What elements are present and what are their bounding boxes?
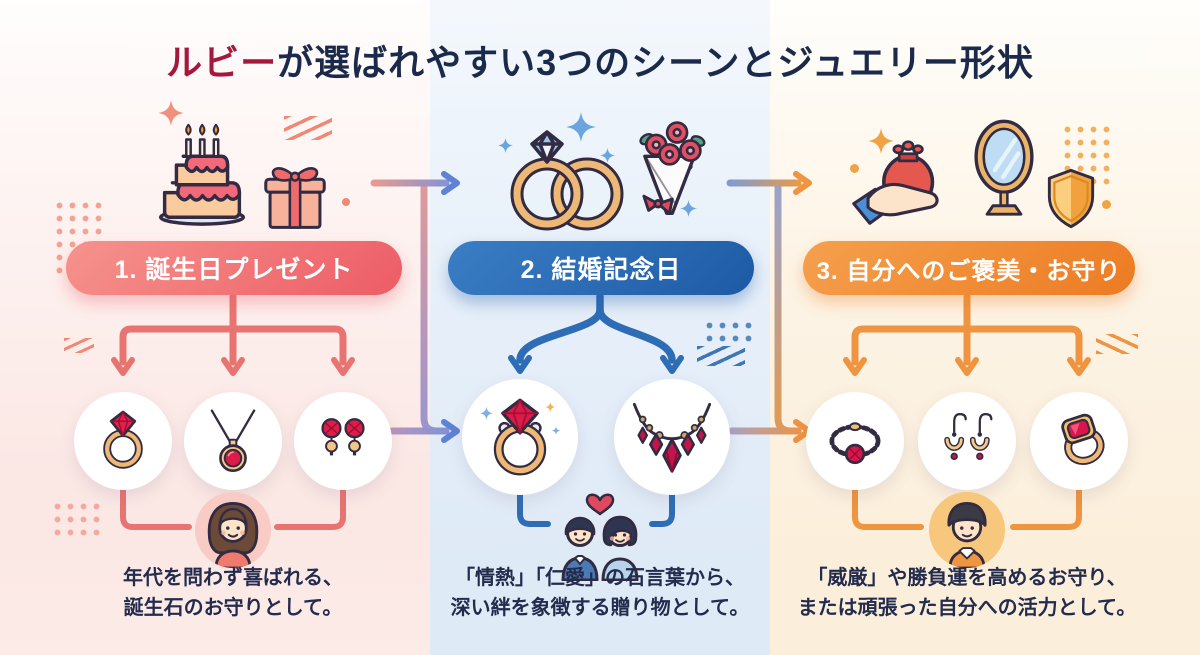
title-rest: が選ばれやすい3つのシーンとジュエリー形状 <box>277 42 1034 83</box>
ruby-diamond-ring-icon <box>479 398 561 476</box>
ruby-pendant-icon <box>210 409 256 473</box>
gift-box-icon <box>264 167 326 229</box>
woman-avatar-icon <box>195 492 271 568</box>
wedding-rings-icon <box>510 130 624 231</box>
dot-grid <box>700 316 752 343</box>
sparkle-icon <box>566 112 596 142</box>
jewelry-circle <box>806 392 904 490</box>
sparkle-icon <box>868 128 894 154</box>
jewelry-circle <box>1030 392 1128 490</box>
scene-banner-birthday: 1. 誕生日プレゼント <box>66 241 402 295</box>
description-line: 「情熱」「仁愛」の石言葉から、 <box>455 567 745 589</box>
sparkle-icon <box>158 100 184 126</box>
diagonal-lines <box>697 346 745 366</box>
sparkle-icon <box>498 138 513 153</box>
description-line: 誕生石のお守りとして。 <box>123 597 343 619</box>
scene-banner-anniversary: 2. 結婚記念日 <box>448 241 754 295</box>
sparkle-icon <box>680 200 697 217</box>
ruby-hook-earrings-icon <box>944 413 993 461</box>
diagonal-lines <box>284 116 332 140</box>
title-highlight: ルビー <box>166 42 278 83</box>
man-avatar-icon <box>929 492 1005 568</box>
description-anniversary: 「情熱」「仁愛」の石言葉から、 深い絆を象徴する贈り物として。 <box>430 563 770 623</box>
description-birthday: 年代を問わず喜ばれる、 誕生石のお守りとして。 <box>63 563 403 623</box>
dot <box>850 164 859 173</box>
mirror-icon <box>974 119 1034 216</box>
ruby-stud-earrings-icon <box>321 418 365 456</box>
diagonal-lines <box>64 338 94 353</box>
description-line: 「威厳」や勝負運を高めるお守り、 <box>807 567 1127 589</box>
description-line: または頑張った自分への活力として。 <box>797 597 1137 619</box>
ruby-bracelet-icon <box>829 422 881 465</box>
jewelry-circle <box>74 392 172 490</box>
ruby-signet-ring-icon <box>1061 413 1105 465</box>
jewelry-circle <box>462 379 578 495</box>
scene-banner-self-reward: 3. 自分へのご褒美・お守り <box>803 241 1135 295</box>
ruby-ring-icon <box>103 410 143 469</box>
jewelry-circle <box>918 392 1016 490</box>
dot <box>1102 200 1111 209</box>
hand-money-pouch-icon <box>852 140 939 225</box>
couple-heart-icon <box>561 493 639 581</box>
page-title: ルビーが選ばれやすい3つのシーンとジュエリー形状 <box>0 34 1200 86</box>
description-line: 深い絆を象徴する贈り物として。 <box>450 597 750 619</box>
jewelry-circle <box>184 392 282 490</box>
bouquet-icon <box>639 121 706 215</box>
birthday-cake-icon <box>158 123 246 226</box>
shield-icon <box>1047 168 1095 229</box>
description-self-reward: 「威厳」や勝負運を高めるお守り、 または頑張った自分への活力として。 <box>797 563 1137 623</box>
ruby-necklace-icon <box>632 402 712 473</box>
jewelry-circle <box>614 379 730 495</box>
dot <box>342 198 350 206</box>
dot-grid <box>48 497 100 537</box>
description-line: 年代を問わず喜ばれる、 <box>123 567 343 589</box>
sparkle-icon <box>600 148 615 163</box>
diagonal-lines <box>1096 334 1138 354</box>
jewelry-circle <box>294 392 392 490</box>
